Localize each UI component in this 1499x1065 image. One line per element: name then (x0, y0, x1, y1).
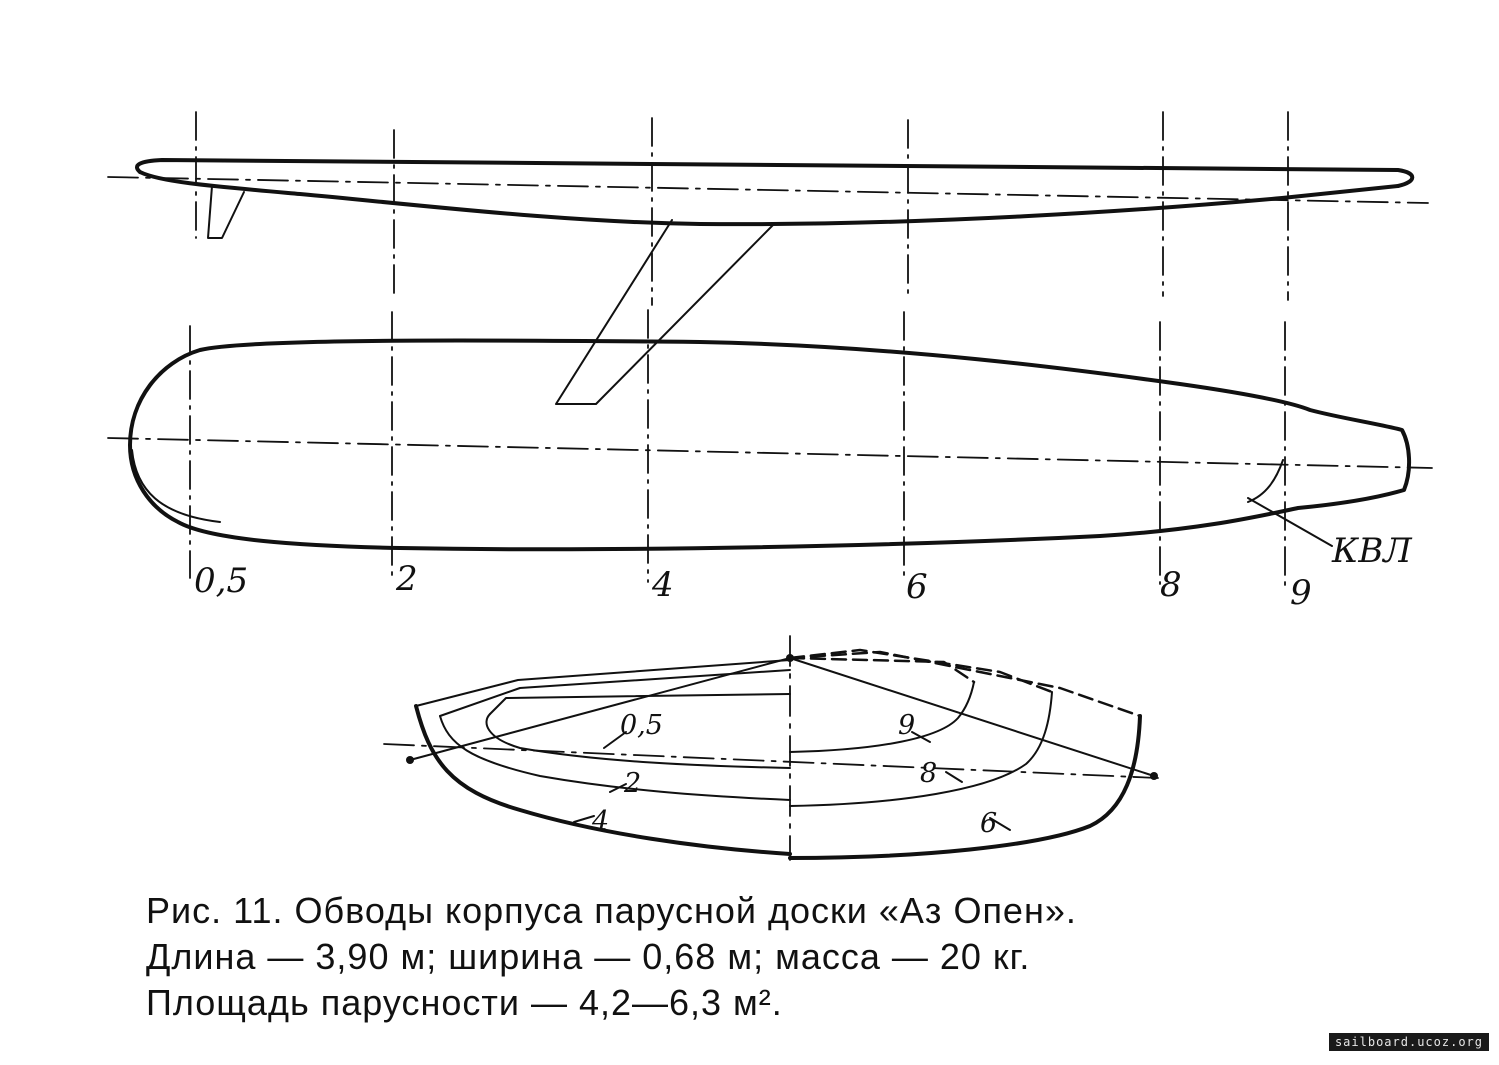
leader-6 (989, 817, 1011, 831)
side-view (107, 111, 1429, 405)
caption-line-1: Рис. 11. Обводы корпуса парусной доски «… (146, 890, 1077, 931)
station-label-4: 4 (651, 565, 674, 605)
plan-view: КВЛ 0,5 2 4 6 8 9 (107, 309, 1433, 613)
section-label-4: 4 (591, 806, 609, 837)
body-plan-diagonal-right (789, 657, 1155, 777)
section-2 (439, 715, 791, 801)
section-0-5-top (489, 693, 791, 715)
side-deck-line (134, 158, 1415, 188)
plan-deck-outline (128, 338, 1411, 552)
caption-line-2: Длина — 3,90 м; ширина — 0,68 м; масса —… (146, 936, 1031, 977)
section-8 (789, 691, 1053, 807)
section-6-deck (788, 650, 1142, 718)
station-label-9: 9 (1290, 573, 1312, 613)
section-6 (788, 714, 1142, 860)
figure-caption: Рис. 11. Обводы корпуса парусной доски «… (146, 888, 1346, 1026)
station-label-6: 6 (906, 567, 928, 607)
diagonal-end-left (406, 756, 414, 764)
section-9-deck (788, 656, 976, 684)
leader-9 (911, 731, 931, 743)
leader-2 (609, 783, 627, 793)
leader-8 (945, 771, 963, 783)
leader-0-5 (603, 731, 627, 749)
station-label-8: 8 (1160, 565, 1182, 605)
section-9 (789, 681, 975, 753)
body-plan-waterline (383, 743, 1159, 779)
section-label-8: 8 (920, 758, 937, 789)
watermark: sailboard.ucoz.org (1328, 1033, 1489, 1051)
diagonal-end-right (1150, 772, 1158, 780)
section-label-0-5: 0,5 (620, 710, 663, 741)
section-label-6: 6 (980, 808, 997, 839)
section-0-5 (485, 713, 791, 769)
plan-centreline (107, 437, 1433, 469)
side-bottom-line (138, 170, 1400, 227)
caption-line-3: Площадь парусности — 4,2—6,3 м². (146, 982, 783, 1023)
section-label-9: 9 (898, 710, 915, 741)
leader-4 (573, 815, 595, 823)
station-label-2: 2 (395, 559, 418, 599)
station-label-0-5: 0,5 (194, 561, 248, 601)
kvl-leader (1247, 497, 1333, 547)
side-baseline (107, 176, 1429, 204)
body-plan-deck-left (415, 659, 791, 707)
section-label-2: 2 (623, 768, 641, 799)
body-plan: 0,5 9 2 8 4 6 (383, 635, 1159, 861)
centreboard (555, 219, 775, 405)
section-4 (414, 704, 792, 856)
kvl-label: КВЛ (1331, 531, 1413, 571)
body-plan-deck-left-inner (439, 669, 791, 717)
fin (207, 185, 245, 239)
